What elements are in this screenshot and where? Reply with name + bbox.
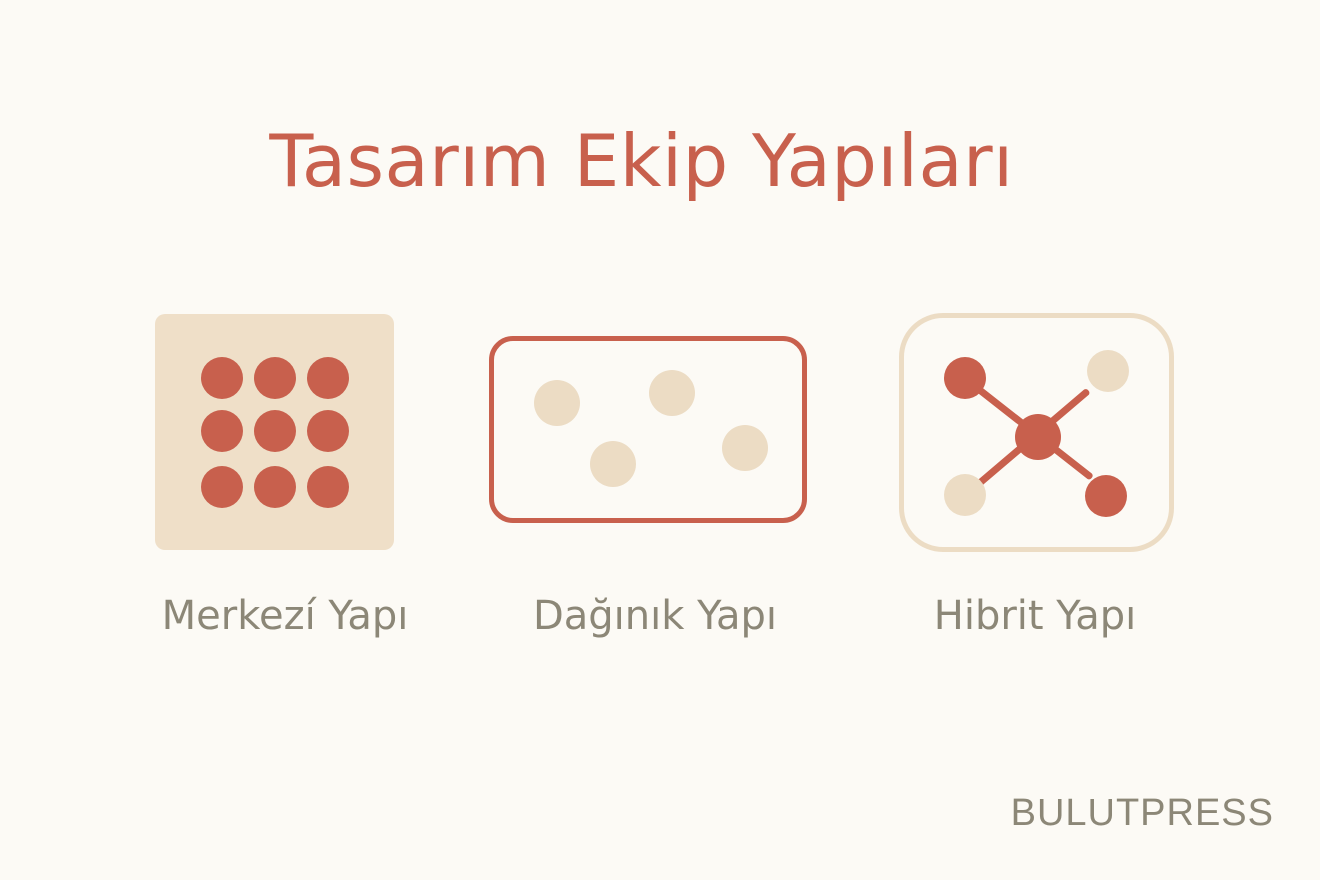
node-dot	[307, 357, 349, 399]
node-dot	[307, 410, 349, 452]
node-dot	[254, 357, 296, 399]
node-dot	[201, 410, 243, 452]
node-dot	[254, 410, 296, 452]
node-dot	[307, 466, 349, 508]
node-dot	[201, 357, 243, 399]
central-structure-label: Merkezí Yapı	[161, 593, 409, 639]
brand-logo: BULUTPRESS	[1010, 792, 1274, 834]
hybrid-structure-icon	[899, 313, 1174, 552]
node-dot	[722, 425, 768, 471]
node-dot	[944, 357, 986, 399]
node-dot	[201, 466, 243, 508]
node-dot	[254, 466, 296, 508]
distributed-structure-label: Dağınık Yapı	[532, 593, 778, 639]
node-dot	[590, 441, 636, 487]
node-dot	[649, 370, 695, 416]
node-dot	[1085, 475, 1127, 517]
distributed-structure-icon	[489, 336, 807, 523]
node-dot	[534, 380, 580, 426]
node-dot	[1087, 350, 1129, 392]
hub-node	[1015, 414, 1061, 460]
hybrid-structure-label: Hibrit Yapı	[933, 593, 1137, 639]
node-dot	[944, 474, 986, 516]
central-structure-icon	[155, 314, 394, 550]
page-title: Tasarım Ekip Yapıları	[269, 119, 1014, 203]
